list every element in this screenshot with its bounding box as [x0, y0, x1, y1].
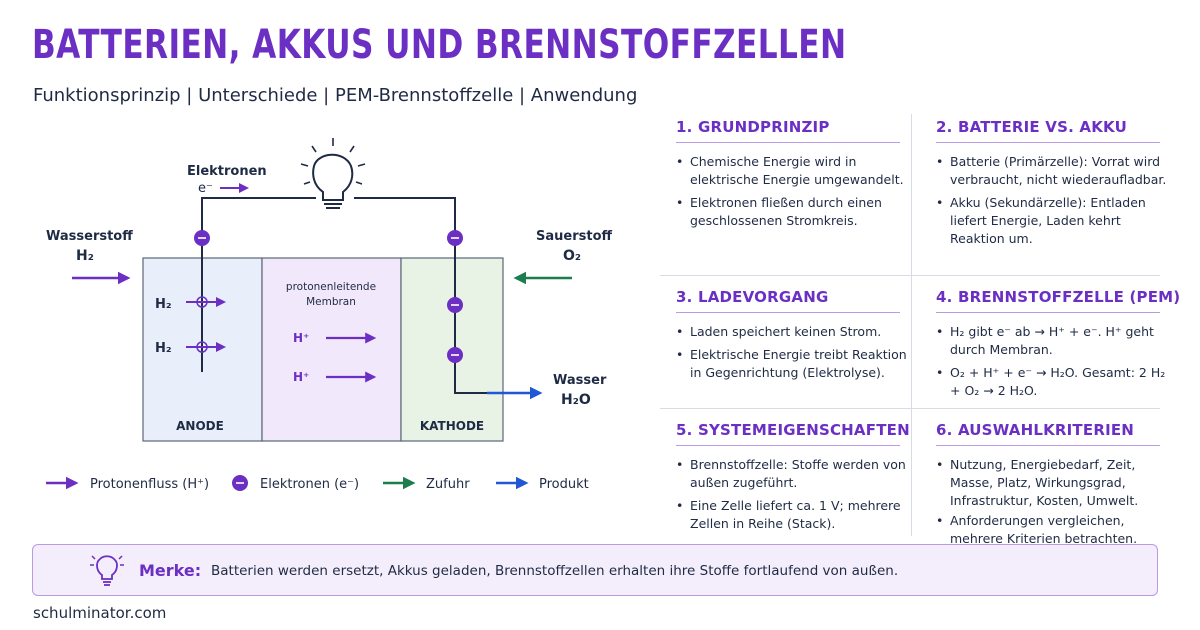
legend-electrons-swatch — [232, 475, 248, 491]
section-auswahlkriterien: 6. AUSWAHLKRITERIEN Nutzung, Energiebeda… — [936, 421, 1186, 553]
electron-release-marker — [196, 341, 208, 353]
anode-h2-label: H₂ — [155, 297, 172, 312]
section-item: Elektronen fließen durch einen geschloss… — [676, 194, 908, 230]
membrane-compartment — [261, 257, 402, 442]
legend-supply-label: Zufuhr — [426, 477, 470, 492]
section-grundprinzip: 1. GRUNDPRINZIP Chemische Energie wird i… — [676, 118, 926, 235]
cathode-label: KATHODE — [420, 419, 484, 433]
section-item: Chemische Energie wird in elektrische En… — [676, 153, 908, 189]
section-systemeigenschaften: 5. SYSTEMEIGENSCHAFTEN Brennstoffzelle: … — [676, 421, 926, 538]
legend-product-label: Produkt — [539, 477, 589, 492]
water-formula: H₂O — [561, 392, 591, 408]
note-text: Batterien werden ersetzt, Akkus geladen,… — [211, 563, 899, 579]
electrons-label: Elektronen — [187, 164, 267, 179]
section-title: 1. GRUNDPRINZIP — [676, 118, 900, 143]
light-bulb-icon — [300, 138, 366, 209]
footer-site: schulminator.com — [33, 604, 167, 622]
section-item: Laden speichert keinen Strom. — [676, 323, 908, 341]
section-item: H₂ gibt e⁻ ab → H⁺ + e⁻. H⁺ geht durch M… — [936, 323, 1168, 359]
electron-marker — [194, 230, 210, 246]
legend-protons-label: Protonenfluss (H⁺) — [90, 477, 209, 492]
proton-label: H⁺ — [293, 331, 309, 345]
section-title: 3. LADEVORGANG — [676, 288, 900, 313]
anode-label: ANODE — [176, 419, 224, 433]
fuel-cell-diagram: Elektronen e⁻ Wasserstoff H₂ Sauerstoff … — [46, 138, 613, 492]
merke-note: Merke: Batterien werden ersetzt, Akkus g… — [32, 544, 1158, 596]
legend-electrons-label: Elektronen (e⁻) — [260, 477, 359, 492]
section-ladevorgang: 3. LADEVORGANG Laden speichert keinen St… — [676, 288, 926, 387]
hydrogen-label: Wasserstoff — [46, 229, 133, 244]
section-title: 4. BRENNSTOFFZELLE (PEM) — [936, 288, 1180, 313]
grid-divider — [660, 408, 1160, 409]
membrane-label: Membran — [306, 296, 356, 308]
section-brennstoffzelle: 4. BRENNSTOFFZELLE (PEM) H₂ gibt e⁻ ab →… — [936, 288, 1186, 405]
water-label: Wasser — [553, 373, 607, 388]
oxygen-formula: O₂ — [563, 248, 581, 264]
hydrogen-formula: H₂ — [76, 248, 94, 264]
page-subtitle: Funktionsprinzip | Unterschiede | PEM-Br… — [33, 85, 638, 106]
electron-marker — [447, 297, 463, 313]
section-item: Akku (Sekundärzelle): Entladen liefert E… — [936, 194, 1168, 248]
circuit-wire — [201, 197, 487, 394]
oxygen-label: Sauerstoff — [536, 229, 613, 244]
section-batterie-vs-akku: 2. BATTERIE VS. AKKU Batterie (Primärzel… — [936, 118, 1186, 253]
electron-release-marker — [196, 296, 208, 308]
electron-marker — [447, 230, 463, 246]
section-item: Anforderungen vergleichen, mehrere Krite… — [936, 512, 1168, 548]
electron-symbol: e⁻ — [198, 181, 213, 196]
section-item: Nutzung, Energiebedarf, Zeit, Masse, Pla… — [936, 456, 1168, 510]
section-title: 2. BATTERIE VS. AKKU — [936, 118, 1160, 143]
electron-marker — [447, 347, 463, 363]
lightbulb-icon — [90, 555, 124, 586]
membrane-label: protonenleitende — [286, 281, 376, 293]
section-title: 6. AUSWAHLKRITERIEN — [936, 421, 1160, 446]
info-grid: 1. GRUNDPRINZIP Chemische Energie wird i… — [660, 110, 1180, 546]
note-label: Merke: — [139, 561, 202, 580]
anode-h2-label: H₂ — [155, 341, 172, 356]
grid-divider — [911, 114, 912, 536]
section-item: Elektrische Energie treibt Reaktion in G… — [676, 346, 908, 382]
page-title: BATTERIEN, AKKUS UND BRENNSTOFFZELLEN — [32, 22, 847, 68]
section-item: O₂ + H⁺ + e⁻ → H₂O. Gesamt: 2 H₂ + O₂ → … — [936, 364, 1168, 400]
grid-divider — [660, 275, 1160, 276]
proton-label: H⁺ — [293, 370, 309, 384]
section-item: Brennstoffzelle: Stoffe werden von außen… — [676, 456, 908, 492]
section-item: Batterie (Primärzelle): Vorrat wird verb… — [936, 153, 1168, 189]
section-item: Eine Zelle liefert ca. 1 V; mehrere Zell… — [676, 497, 908, 533]
section-title: 5. SYSTEMEIGENSCHAFTEN — [676, 421, 910, 446]
